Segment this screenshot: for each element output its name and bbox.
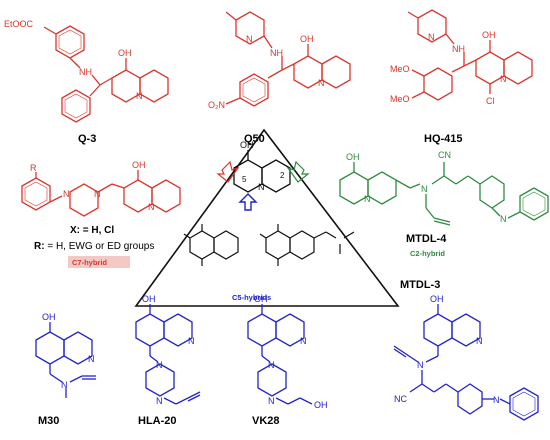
q3-oh-label: OH [118,48,132,58]
c7-arrow-icon [216,160,240,183]
mtdl3-n1-label: N [476,336,483,346]
mtdl4-atoms: OH N N CN N [346,150,507,224]
m30-n1-label: N [88,354,95,364]
c7-hybrid-badge: C7-hybrid [72,258,107,267]
c7-n3-label: N [148,202,155,212]
hq415-cl-label: Cl [486,96,495,106]
mtdl4-label: MTDL-4 [406,233,447,245]
compound-hq415 [407,9,533,101]
hq415-nh-label: NH [452,44,465,54]
q3-ester-label: EtOOC [4,19,34,29]
q3-atoms: EtOOC NH OH N [4,19,143,101]
compound-mtdl4 [339,162,549,226]
hla20-label: HLA-20 [138,415,177,427]
hla20-n2-label: N [156,360,163,370]
mtdl3-cn-label: NC [394,394,407,404]
hla20-oh-label: OH [142,294,156,304]
m30-n2-label: N [61,380,68,390]
c2-arrow-icon [286,160,310,183]
q50-n2-label: N [318,78,325,88]
hq415-n1-label: N [428,32,435,42]
compound-vk28 [247,304,313,405]
vk28-atoms: OH N N N OH [254,294,328,410]
q50-atoms: N NH OH N O₂N [208,34,325,110]
mtdl3-atoms: OH N N NC N [394,294,500,405]
hq415-atoms: N NH OH N MeO MeO Cl [390,30,507,106]
hla20-n1-label: N [188,336,195,346]
q3-nh-label: NH [79,67,92,77]
hq415-n2-label: N [500,74,507,84]
mtdl3-n2-label: N [417,360,424,370]
mtdl4-n3-label: N [500,214,507,224]
vk28-oh-label: OH [254,294,268,304]
c7-r-prefix: R: [34,241,45,252]
mtdl3-n3-label: N [493,395,500,405]
compound-pbt2 [259,224,355,266]
vk28-n1-label: N [300,336,307,346]
center-n-label: N [258,182,265,192]
compound-cq [183,224,239,266]
q50-n1-label: N [246,34,253,44]
hq415-oh-label: OH [482,30,496,40]
mtdl4-cn-label: CN [438,150,451,160]
hq415-meo2-label: MeO [390,94,410,104]
m30-label: M30 [38,415,59,427]
c5-hybrid-badge: C5-hybrids [232,293,271,302]
hq415-meo1-label: MeO [390,64,410,74]
compound-q3 [43,25,169,123]
mtdl4-hybrid-badge: C2-hybrid [410,249,445,258]
m30-atoms: OH N N [42,312,95,390]
compound-hla20 [135,304,201,405]
hla20-atoms: OH N N N [142,294,195,406]
q50-oh-label: OH [300,34,314,44]
central-atoms: OH N 5 2 [240,140,285,192]
c5-arrow-icon [238,193,258,211]
vk28-n3-label: N [268,396,275,406]
c7-hybrid-badge-bg [68,256,130,268]
c7-r-label: R [30,163,37,173]
c7-x-definition: X: = H, Cl [70,225,114,236]
hla20-n3-label: N [156,396,163,406]
mtdl4-n1-label: N [364,194,371,204]
compound-m30 [35,322,96,398]
compound-q50 [225,11,351,107]
mtdl4-oh-label: OH [346,152,360,162]
mtdl3-label: MTDL-3 [400,279,440,291]
q3-n-label: N [136,91,143,101]
c7-r-text: = H, EWG or ED groups [45,241,155,252]
c7-atoms: R N N OH N [30,160,155,212]
central-8hq-scaffold [233,150,291,193]
q50-nh-label: NH [270,48,283,58]
hybrid-triangle [134,128,400,307]
m30-oh-label: OH [42,312,56,322]
c7-n2-label: N [94,189,101,199]
position-5-label: 5 [242,175,247,184]
center-oh-label: OH [240,140,254,150]
vk28-n2-label: N [268,360,275,370]
q3-label: Q-3 [78,133,96,145]
c7-n1-label: N [63,189,70,199]
vk28-oh2-label: OH [314,400,328,410]
hq415-label: HQ-415 [424,133,463,145]
c7-oh-label: OH [132,160,146,170]
mtdl4-n2-label: N [421,184,428,194]
compound-mtdl3 [393,304,539,421]
compound-c7-hybrid [21,170,181,217]
position-2-label: 2 [280,171,285,180]
c7-r-definition: R: = H, EWG or ED groups [34,241,154,252]
q50-no2-label: O₂N [208,100,225,110]
mtdl3-oh-label: OH [430,294,444,304]
vk28-label: VK28 [252,415,280,427]
